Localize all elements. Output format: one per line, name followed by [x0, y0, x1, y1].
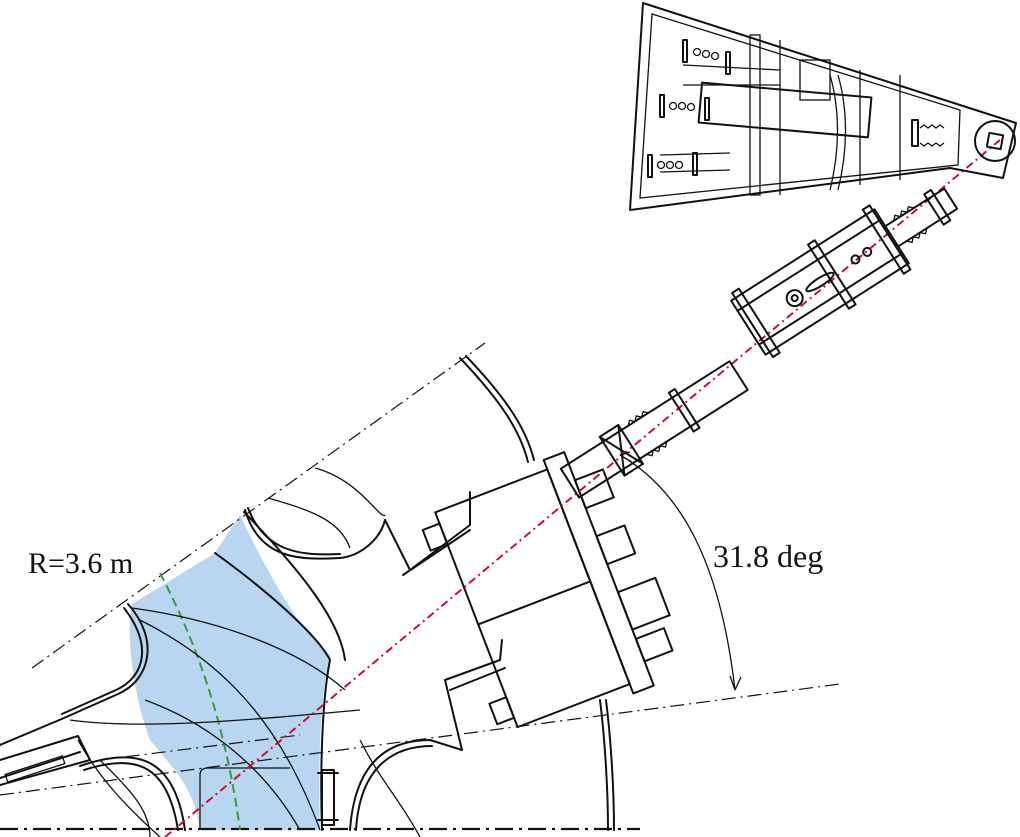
beamline-duct — [559, 360, 749, 499]
clamp-top — [682, 39, 731, 75]
shaded-port-region — [129, 515, 330, 830]
clamp-bottom — [647, 152, 698, 178]
angle-label: 31.8 deg — [713, 538, 824, 574]
beam-module-box — [730, 187, 959, 359]
radius-label: R=3.6 m — [28, 547, 134, 580]
clamp-mid — [659, 94, 710, 121]
port-flange-box — [421, 451, 674, 729]
ion-source-triangle-frame — [629, 2, 1017, 211]
beam-axis-line — [164, 139, 1001, 837]
radius-arc — [159, 572, 241, 831]
angle-dimension-arc — [619, 451, 742, 691]
vacuum-vessel-sector — [0, 355, 615, 837]
